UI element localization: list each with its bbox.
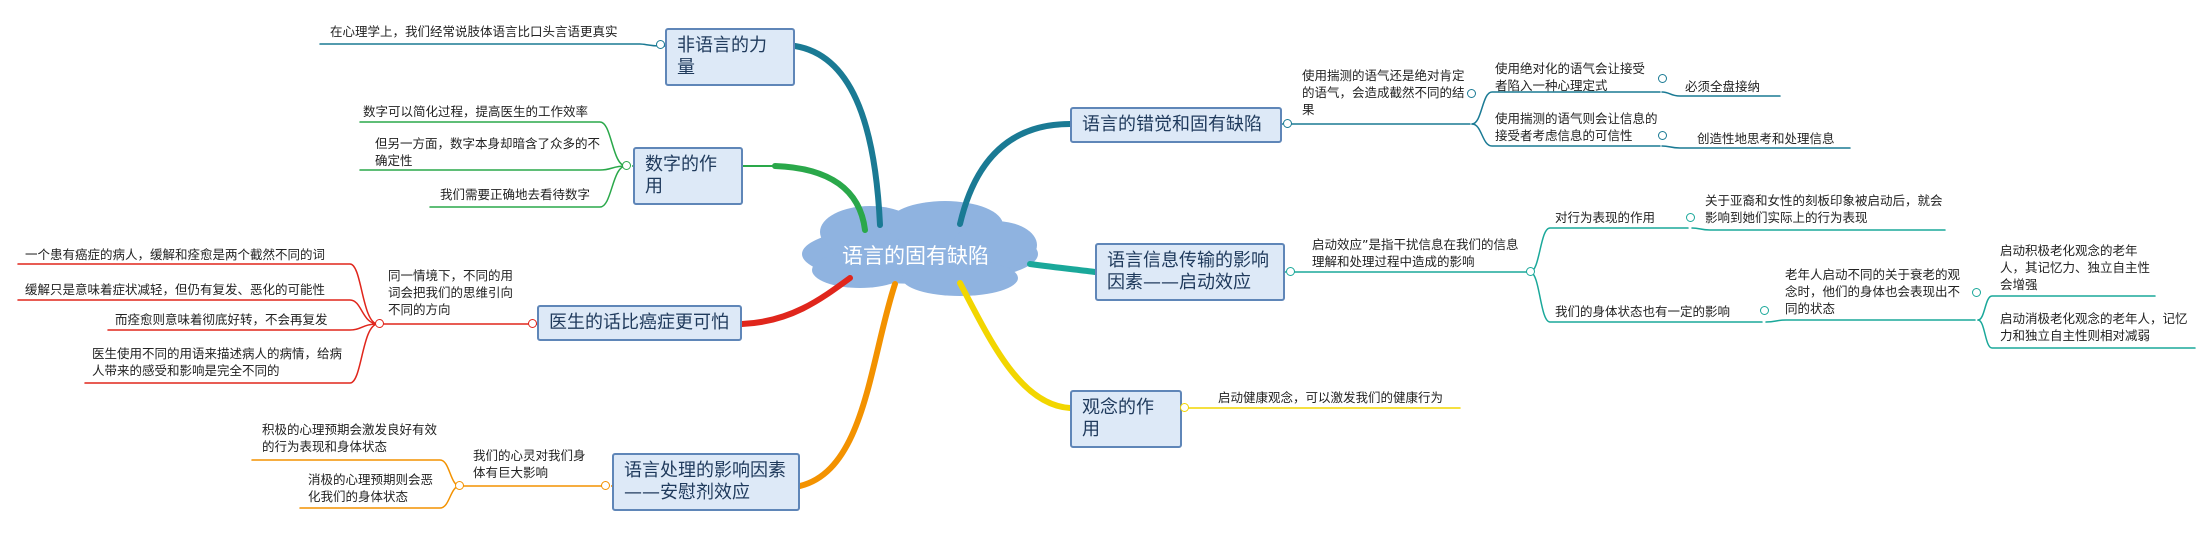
center-cloud — [802, 201, 1038, 296]
branch-language-illusion[interactable]: 语言的错觉和固有缺陷 — [1070, 107, 1282, 143]
collapse-toggle[interactable] — [1972, 288, 1981, 297]
collapse-toggle[interactable] — [1180, 403, 1189, 412]
illusion-mid: 使用揣测的语气还是绝对肯定的语气，会造成截然不同的结果 — [1302, 68, 1465, 117]
collapse-toggle[interactable] — [1467, 89, 1476, 98]
branch-doctor-words[interactable]: 医生的话比癌症更可怕 — [537, 305, 742, 341]
placebo-leaf-2: 消极的心理预期则会恶化我们的身体状态 — [308, 472, 434, 504]
collapse-toggle[interactable] — [1286, 267, 1295, 276]
collapse-toggle[interactable] — [455, 481, 464, 490]
numbers-leaf-3: 我们需要正确地去看待数字 — [440, 187, 591, 202]
power-leaf: 在心理学上，我们经常说肢体语言比口头言语更真实 — [330, 24, 618, 39]
collapse-toggle[interactable] — [601, 481, 610, 490]
illusion-sub-2-leaf: 创造性地思考和处理信息 — [1697, 131, 1835, 146]
collapse-toggle[interactable] — [622, 161, 631, 170]
branch-placebo-effect[interactable]: 语言处理的影响因素——安慰剂效应 — [612, 453, 800, 511]
collapse-toggle[interactable] — [1283, 119, 1292, 128]
doctor-leaf-1: 一个患有癌症的病人，缓解和痊愈是两个截然不同的词 — [25, 247, 326, 262]
collapse-toggle[interactable] — [1658, 131, 1667, 140]
collapse-toggle[interactable] — [1526, 267, 1535, 276]
priming-sub-1: 对行为表现的作用 — [1555, 210, 1656, 225]
doctor-mid: 同一情境下，不同的用词会把我们的思维引向不同的方向 — [388, 268, 514, 317]
collapse-toggle[interactable] — [528, 319, 537, 328]
priming-sub-2: 我们的身体状态也有一定的影响 — [1555, 304, 1731, 319]
priming-sub-1-leaf: 关于亚裔和女性的刻板印象被启动后，就会影响到她们实际上的行为表现 — [1705, 193, 1943, 225]
concept-leaf: 启动健康观念，可以激发我们的健康行为 — [1218, 390, 1444, 405]
branch-priming-effect[interactable]: 语言信息传输的影响因素——启动效应 — [1095, 243, 1285, 301]
branch-role-of-numbers[interactable]: 数字的作用 — [633, 147, 743, 205]
doctor-leaf-3: 而痊愈则意味着彻底好转，不会再复发 — [115, 312, 328, 327]
placebo-leaf-1: 积极的心理预期会激发良好有效的行为表现和身体状态 — [262, 422, 438, 454]
priming-sub-2-leaf: 老年人启动不同的关于衰老的观念时，他们的身体也会表现出不同的状态 — [1785, 267, 1961, 316]
priming-aging-leaf-1: 启动积极老化观念的老年人，其记忆力、独立自主性会增强 — [2000, 243, 2151, 292]
collapse-toggle[interactable] — [1658, 74, 1667, 83]
doctor-leaf-2: 缓解只是意味着症状减轻，但仍有复发、恶化的可能性 — [25, 282, 326, 297]
numbers-leaf-1: 数字可以简化过程，提高医生的工作效率 — [363, 104, 589, 119]
priming-aging-leaf-2: 启动消极老化观念的老年人，记忆力和独立自主性则相对减弱 — [2000, 311, 2188, 343]
priming-mid: 启动效应”是指干扰信息在我们的信息理解和处理过程中造成的影响 — [1312, 237, 1519, 269]
collapse-toggle[interactable] — [375, 319, 384, 328]
illusion-sub-2: 使用揣测的语气则会让信息的接受者考虑信息的可信性 — [1495, 111, 1658, 143]
numbers-leaf-2: 但另一方面，数字本身却暗含了众多的不确定性 — [375, 136, 601, 168]
illusion-sub-1: 使用绝对化的语气会让接受者陷入一种心理定式 — [1495, 61, 1646, 93]
central-topic[interactable]: 语言的固有缺陷 — [842, 244, 989, 268]
branch-nonverbal-power[interactable]: 非语言的力量 — [665, 28, 795, 86]
illusion-sub-1-leaf: 必须全盘接纳 — [1685, 79, 1761, 94]
collapse-toggle[interactable] — [656, 40, 665, 49]
collapse-toggle[interactable] — [1686, 213, 1695, 222]
collapse-toggle[interactable] — [1760, 306, 1769, 315]
branch-role-of-concepts[interactable]: 观念的作用 — [1070, 390, 1182, 448]
doctor-leaf-4: 医生使用不同的用语来描述病人的病情，给病人带来的感受和影响是完全不同的 — [92, 346, 343, 378]
placebo-mid: 我们的心灵对我们身体有巨大影响 — [473, 448, 586, 480]
